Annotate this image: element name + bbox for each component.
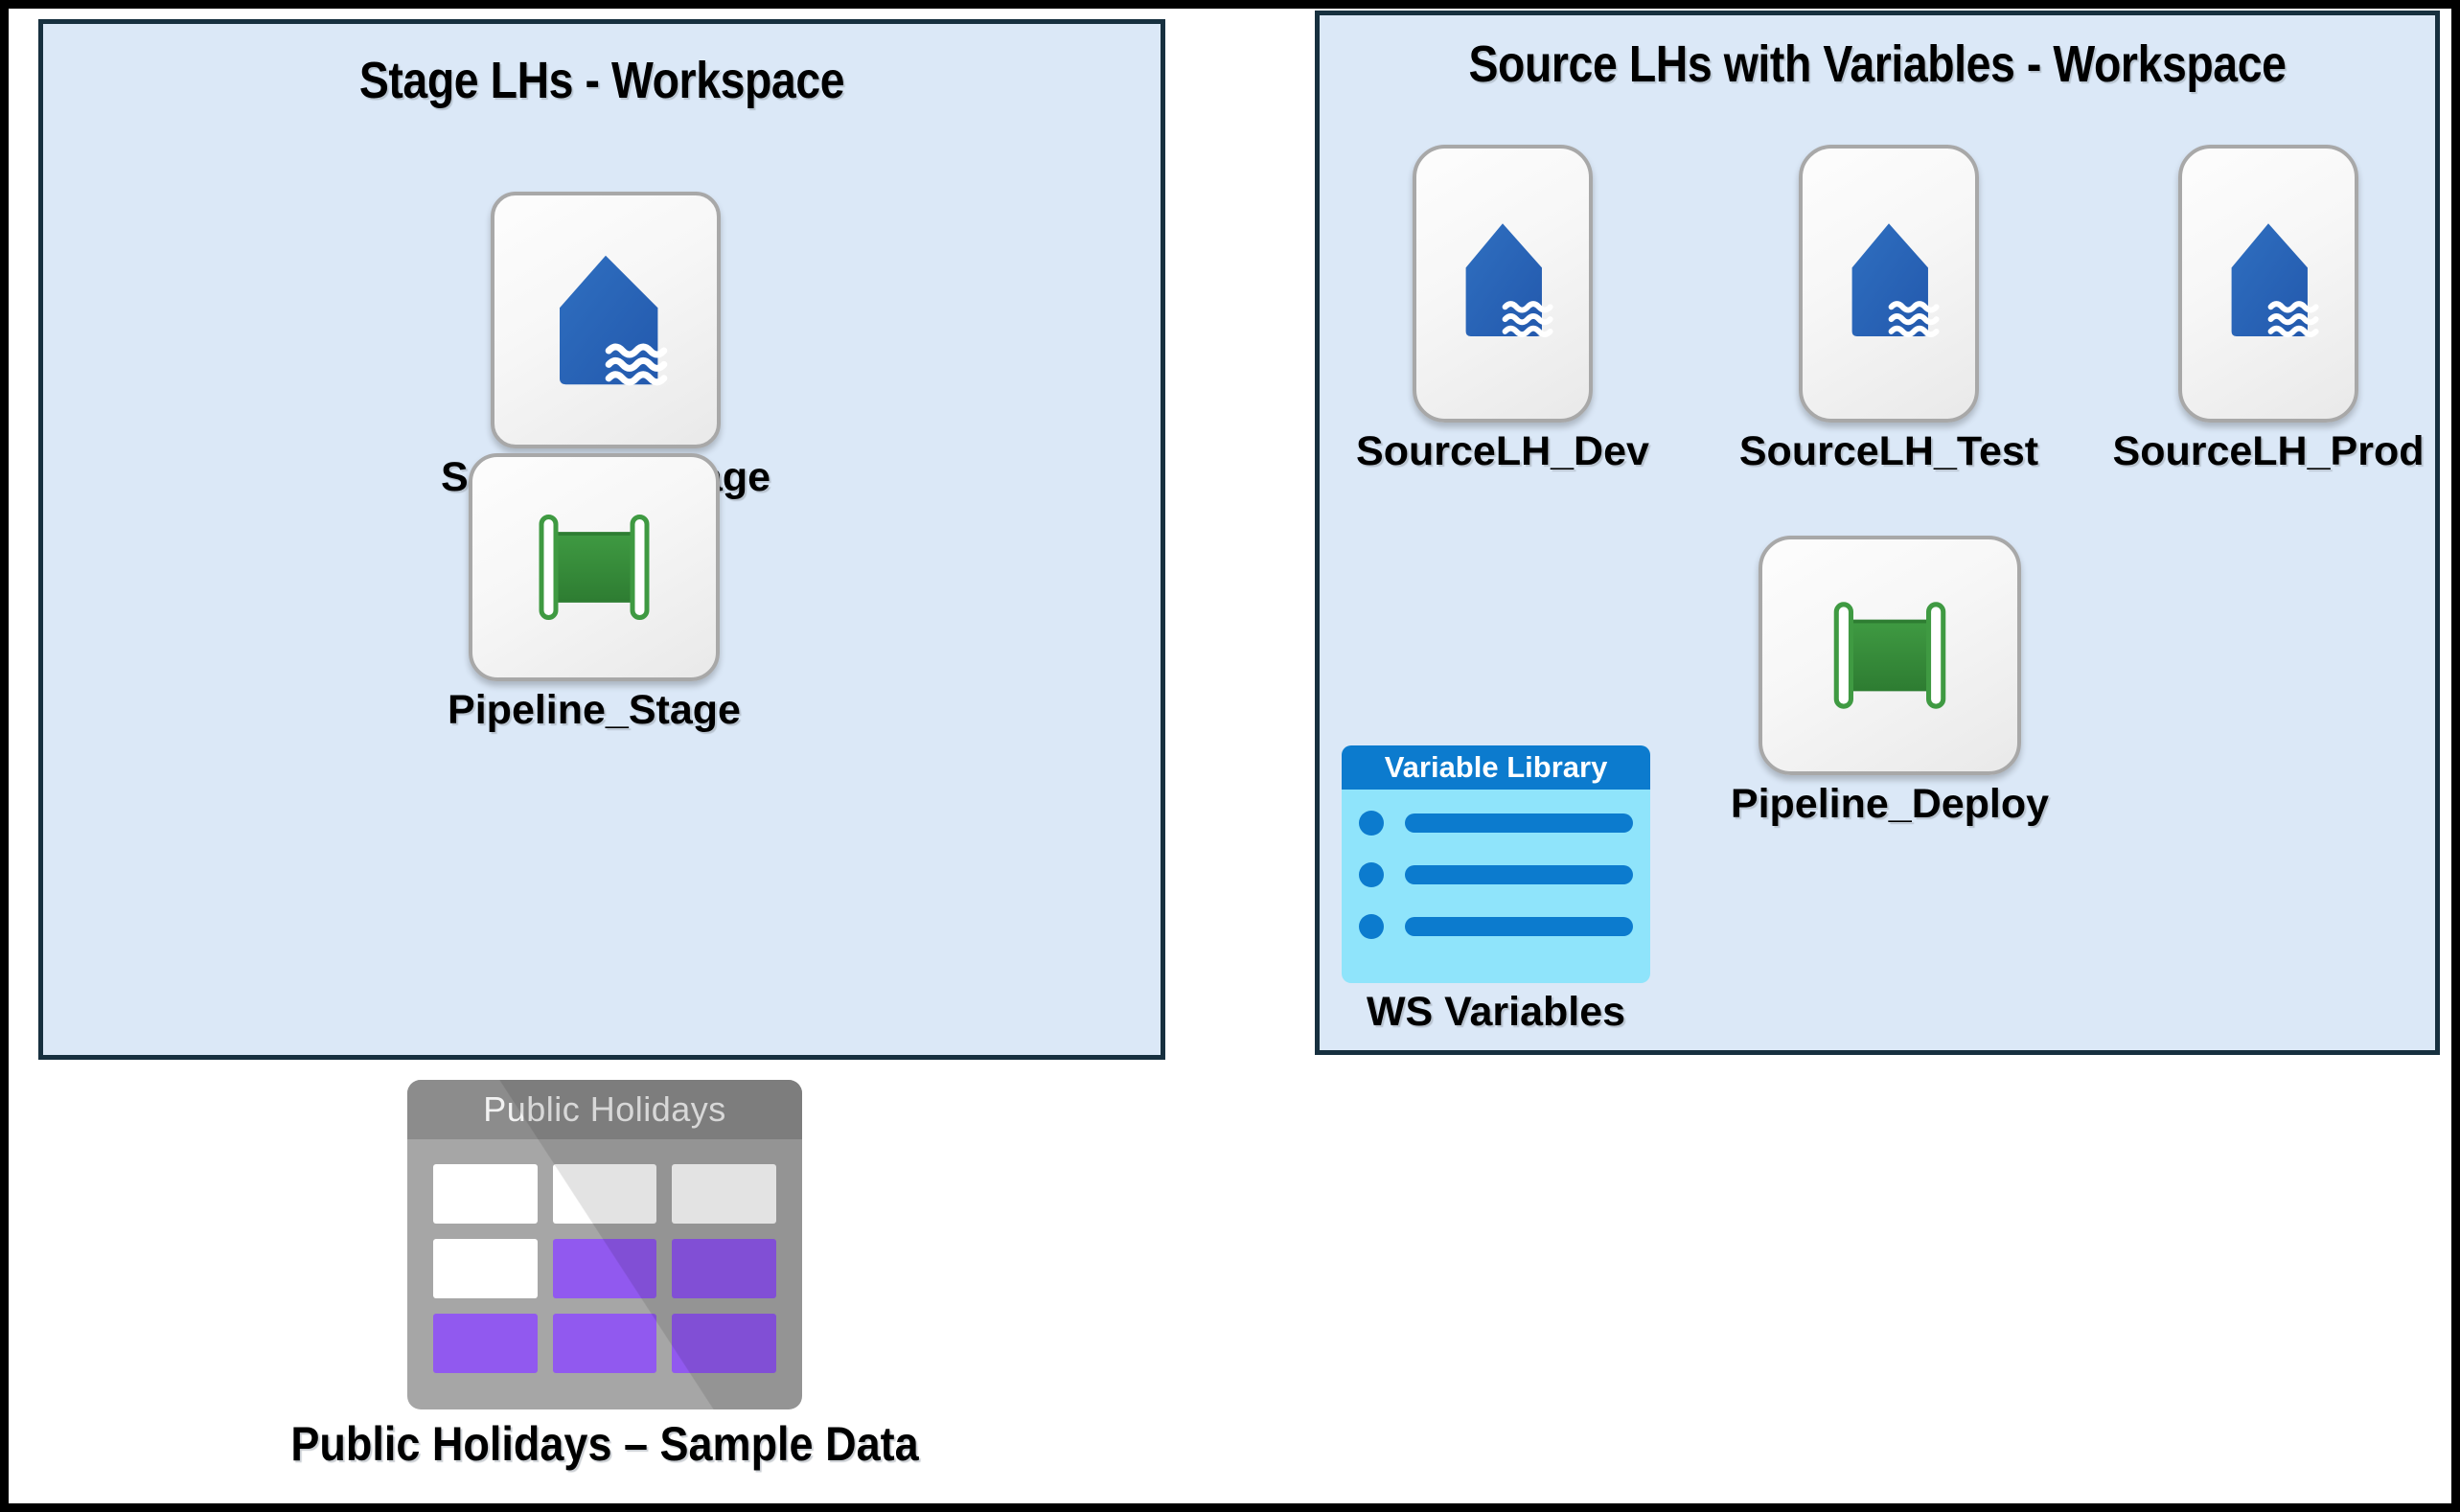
- variable-library-header: Variable Library: [1342, 745, 1650, 790]
- variable-bar: [1405, 917, 1633, 936]
- item-pipeline-deploy[interactable]: Pipeline_Deploy: [1723, 536, 2057, 826]
- lakehouse-icon: [1413, 145, 1593, 423]
- table-cell: [433, 1164, 538, 1224]
- variable-bar: [1405, 865, 1633, 884]
- bullet-icon: [1359, 811, 1384, 836]
- lakehouse-icon: [491, 192, 721, 448]
- table-cell: [672, 1314, 776, 1373]
- variable-bar: [1405, 813, 1633, 833]
- workspace-title-stage: Stage LHs - Workspace: [358, 52, 845, 109]
- pipeline-icon: [469, 453, 720, 681]
- table-icon-grid: [407, 1139, 802, 1396]
- table-cell: [433, 1239, 538, 1298]
- item-ws-variables[interactable]: Variable Library: [1333, 745, 1659, 1034]
- variable-library-icon: Variable Library: [1342, 745, 1650, 983]
- table-icon: Public Holidays: [407, 1080, 802, 1409]
- variable-library-header-text: Variable Library: [1384, 750, 1608, 784]
- table-icon-header-text: Public Holidays: [483, 1089, 726, 1129]
- item-label: Pipeline_Stage: [448, 687, 741, 733]
- lakehouse-icon: [1799, 145, 1979, 423]
- table-cell: [672, 1239, 776, 1298]
- table-cell: [552, 1239, 657, 1298]
- bullet-icon: [1359, 914, 1384, 939]
- table-icon-header: Public Holidays: [407, 1080, 802, 1139]
- item-label: WS Variables: [1366, 989, 1626, 1035]
- item-sourcelh-dev[interactable]: SourceLH_Dev: [1321, 145, 1685, 473]
- item-public-holidays-sample-data[interactable]: Public Holidays Public Holidays – Sample…: [290, 1080, 919, 1470]
- item-sourcelh-prod[interactable]: SourceLH_Prod: [2086, 145, 2450, 473]
- lakehouse-icon: [2178, 145, 2358, 423]
- item-label: SourceLH_Prod: [2112, 428, 2425, 474]
- item-pipeline-stage[interactable]: Pipeline_Stage: [369, 453, 819, 732]
- pipeline-icon: [1759, 536, 2021, 775]
- bullet-icon: [1359, 862, 1384, 887]
- table-cell: [552, 1314, 657, 1373]
- item-sourcelh-test[interactable]: SourceLH_Test: [1707, 145, 2071, 473]
- workspace-panel-stage: Stage LHs - Workspace: [38, 19, 1165, 1060]
- table-cell: [433, 1314, 538, 1373]
- variable-row: [1359, 914, 1633, 939]
- item-label: Public Holidays – Sample Data: [290, 1417, 919, 1471]
- item-label: SourceLH_Dev: [1356, 428, 1649, 474]
- workspace-title-source: Source LHs with Variables - Workspace: [1468, 35, 2287, 93]
- item-label: Pipeline_Deploy: [1730, 781, 2050, 827]
- table-cell: [552, 1164, 657, 1224]
- variable-row: [1359, 811, 1633, 836]
- item-label: SourceLH_Test: [1738, 428, 2039, 474]
- variable-library-rows: [1342, 790, 1650, 939]
- workspace-panel-source: Source LHs with Variables - Workspace: [1315, 11, 2440, 1055]
- variable-row: [1359, 862, 1633, 887]
- table-cell: [672, 1164, 776, 1224]
